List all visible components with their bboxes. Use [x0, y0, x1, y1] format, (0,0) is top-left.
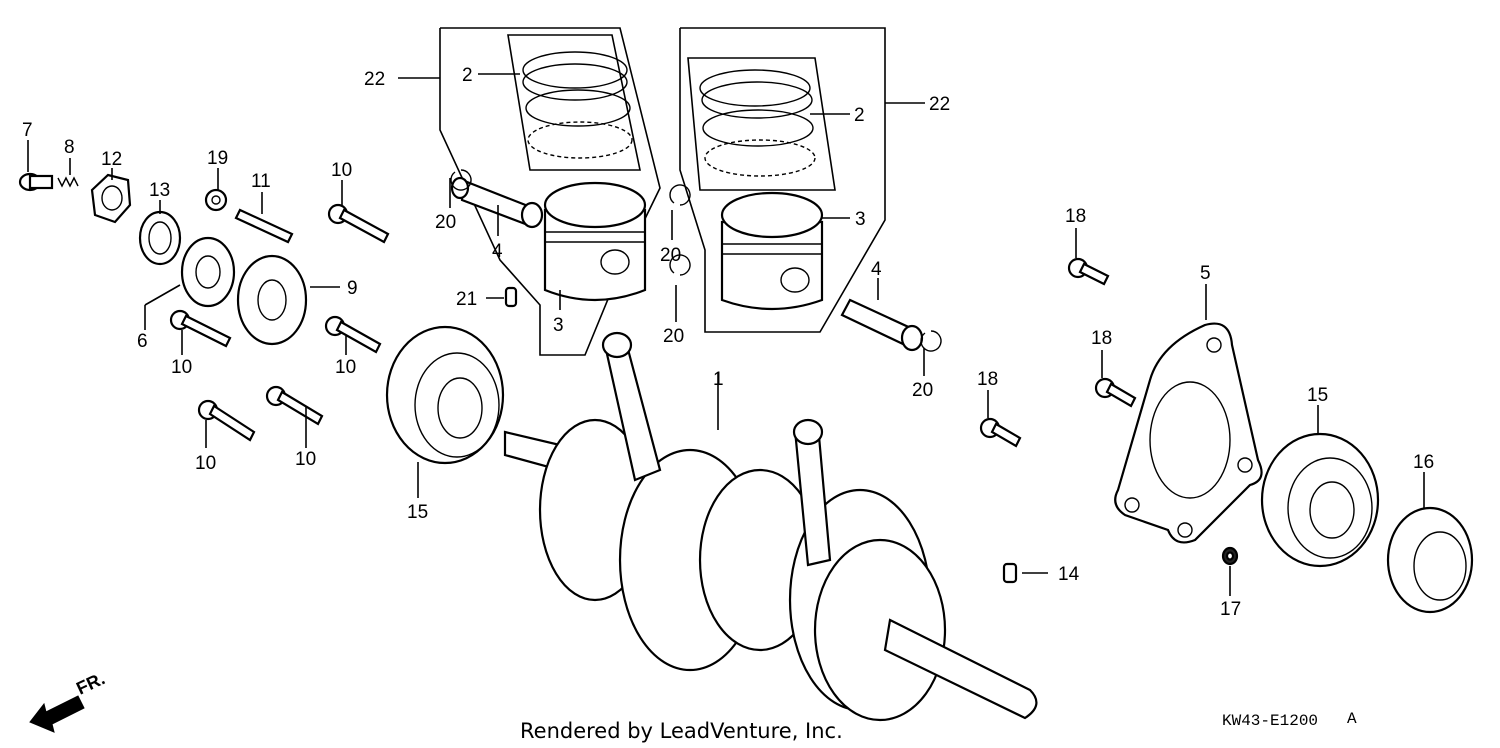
front-direction-arrow: FR.: [29, 668, 108, 733]
callout-8: 8: [64, 137, 75, 158]
piston-right: [720, 191, 824, 311]
callout-20-b: 20: [660, 245, 681, 266]
stud-11: [234, 208, 294, 244]
callout-20-c: 20: [663, 326, 684, 347]
bearing-holder-plate-5: [1114, 322, 1263, 544]
figure-suffix: A: [1347, 710, 1357, 728]
callout-16: 16: [1413, 452, 1434, 473]
callout-9: 9: [347, 278, 358, 299]
bolt-10-a: [327, 203, 390, 244]
leader-lines: [27, 73, 1425, 596]
piston-left: [543, 181, 647, 302]
callout-3-left-lower: 3: [553, 315, 564, 336]
piston-rings-right: [699, 69, 816, 177]
callout-12: 12: [101, 149, 122, 170]
callout-14: 14: [1058, 564, 1080, 585]
bolt-10-c: [324, 315, 382, 354]
callout-22-left: 22: [364, 69, 385, 90]
callout-10-b: 10: [171, 357, 192, 378]
dowel-pin-21: [504, 286, 518, 308]
callout-5: 5: [1200, 263, 1211, 284]
piston-pin-right: [840, 298, 924, 352]
bolt-10-d: [197, 399, 256, 442]
callout-20-a: 20: [435, 212, 456, 233]
callout-18-b: 18: [1091, 328, 1112, 349]
callout-4-right: 4: [871, 259, 882, 280]
spring-8: [57, 176, 79, 188]
render-credit: Rendered by LeadVenture, Inc.: [520, 719, 843, 743]
callout-2-right: 2: [854, 105, 865, 126]
callout-10-d: 10: [195, 453, 216, 474]
bolt-10-e: [265, 385, 324, 426]
dowel-pin-14: [1002, 562, 1018, 584]
bearing-15-right: [1260, 432, 1380, 568]
bearing-15-left: [385, 325, 505, 465]
callout-15-right: 15: [1307, 385, 1328, 406]
bolt-18-b: [1094, 377, 1137, 408]
bolt-18-c: [979, 417, 1022, 448]
piston-pin-clips: [450, 169, 942, 352]
bolt-7: [18, 172, 54, 192]
callout-6: 6: [137, 331, 148, 352]
callout-10-e: 10: [295, 449, 316, 470]
callout-2-left: 2: [462, 65, 473, 86]
gear-6: [180, 236, 236, 308]
piston-kit-right-box: [679, 27, 886, 333]
callout-15-left: 15: [407, 502, 428, 523]
callout-7: 7: [22, 120, 33, 141]
callout-13: 13: [149, 180, 170, 201]
callout-20-d: 20: [912, 380, 933, 401]
nut-12: [90, 173, 132, 224]
nut-19: [204, 188, 228, 212]
callout-18-c: 18: [977, 369, 998, 390]
callouts: 1 2 2 3 3 4 4 5 6 7 8 9 10 10 10 10 10 1…: [22, 65, 1434, 620]
direction-label: FR.: [73, 668, 108, 698]
arrow-icon: [29, 695, 85, 733]
figure-code: KW43-E1200: [1222, 712, 1318, 730]
oil-seal-16: [1386, 506, 1474, 614]
callout-17: 17: [1220, 599, 1241, 620]
washer-17: [1221, 546, 1239, 566]
callout-10-a: 10: [331, 160, 352, 181]
callout-21: 21: [456, 289, 477, 310]
callout-1: 1: [713, 369, 724, 390]
bolt-10-b: [169, 309, 232, 348]
washer-13: [138, 210, 182, 266]
callout-11: 11: [251, 171, 271, 192]
crankshaft: [503, 331, 1038, 722]
callout-19: 19: [207, 148, 228, 169]
gear-9: [236, 254, 308, 346]
callout-4-left: 4: [492, 241, 503, 262]
callout-3-left-upper: 3: [855, 209, 866, 230]
callout-10-c: 10: [335, 357, 356, 378]
callout-22-right: 22: [929, 94, 950, 115]
piston-rings-left: [522, 51, 633, 159]
callout-18-a: 18: [1065, 206, 1086, 227]
piston-pin-left: [450, 176, 544, 229]
bolt-18-a: [1067, 257, 1110, 286]
